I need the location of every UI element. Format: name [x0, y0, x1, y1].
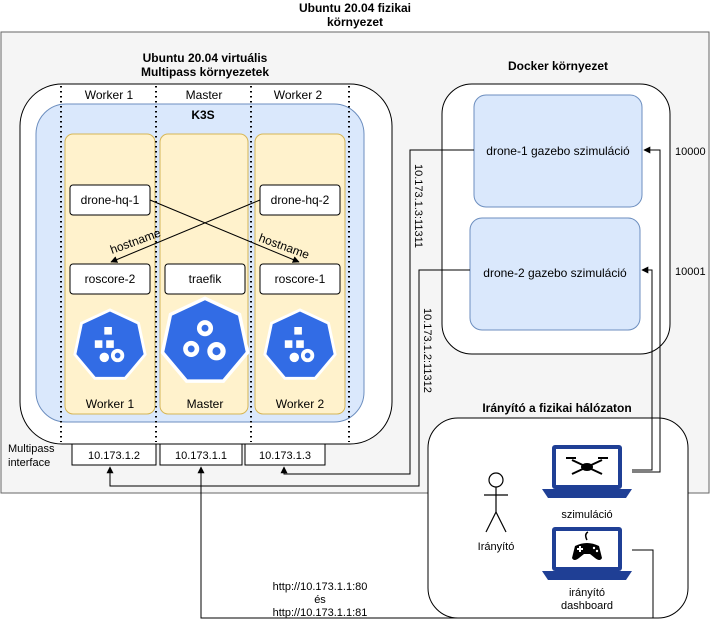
link-sim2-label: 10.173.1.2:11312	[421, 308, 433, 393]
node-traefik-label: traefik	[189, 272, 223, 286]
k8s-worker1-label: Worker 1	[86, 397, 135, 411]
docker-title: Docker környezet	[508, 59, 608, 73]
sim-drone-2	[469, 217, 641, 331]
link-sim1-to-worker2	[280, 149, 474, 475]
k8s-worker2-icon	[263, 308, 337, 380]
link-laptop-to-sim2	[632, 266, 653, 471]
sim-drone-1-label: drone-1 gazebo szimuláció	[486, 144, 630, 158]
multipass-title: Ubuntu 20.04 virtuális	[143, 51, 268, 65]
k8s-master-label: Master	[187, 397, 224, 411]
port-10000: 10000	[675, 146, 706, 158]
interface-ip-worker1	[71, 443, 157, 466]
column-header-master: Master	[186, 88, 223, 102]
node-roscore-1	[259, 263, 341, 295]
interface-ip-worker1-label: 10.173.1.2	[88, 450, 140, 462]
interface-ip-worker2-label: 10.173.1.3	[259, 450, 311, 462]
k8s-worker2-label: Worker 2	[276, 397, 325, 411]
http-and: és	[314, 594, 326, 606]
laptop-dashboard-label: irányító	[569, 587, 605, 599]
link-sim1-label: 10.173.1.3:11311	[412, 164, 424, 248]
k8s-worker1-icon	[73, 308, 147, 380]
http-url-1: http://10.173.1.1:80	[273, 581, 368, 593]
node-roscore-2-label: roscore-2	[85, 272, 136, 286]
node-roscore-2	[69, 263, 151, 295]
link-laptop-to-sim1	[632, 146, 661, 473]
http-url-2: http://10.173.1.1:81	[273, 607, 368, 619]
physical-environment-title: Ubuntu 20.04 fizikai	[299, 1, 411, 15]
node-drone-hq-2-label: drone-hq-2	[271, 193, 330, 207]
control-title: Irányító a fizikai hálózaton	[482, 401, 631, 415]
column-header-worker1: Worker 1	[85, 88, 134, 102]
sim-drone-1	[473, 94, 643, 208]
laptop-dashboard-label-line2: dashboard	[561, 600, 613, 612]
k3s-label: K3S	[191, 108, 214, 122]
port-10001: 10001	[675, 266, 706, 278]
hostname-arrow-hq1-to-roscore1	[149, 199, 300, 263]
multipass-title-line2: Multipass környezetek	[141, 65, 269, 79]
node-drone-hq-1-label: drone-hq-1	[81, 193, 140, 207]
node-roscore-1-label: roscore-1	[275, 272, 326, 286]
column-header-worker2: Worker 2	[274, 88, 323, 102]
interface-ip-master	[159, 443, 243, 466]
multipass-interface-label-line2: interface	[8, 457, 50, 469]
link-sim2-to-worker1	[106, 269, 470, 487]
hostname-arrow-hq2-to-roscore2	[110, 199, 261, 263]
person-label: Irányító	[478, 541, 515, 553]
physical-environment-title-line2: környezet	[327, 15, 383, 29]
person-icon	[484, 472, 508, 533]
interface-ip-master-label: 10.173.1.1	[175, 450, 227, 462]
multipass-interface-label: Multipass	[8, 443, 55, 455]
sim-drone-2-label: drone-2 gazebo szimuláció	[483, 266, 627, 280]
node-traefik	[164, 263, 246, 295]
k8s-master-icon	[160, 296, 250, 383]
laptop-simulation-label: szimuláció	[561, 509, 612, 521]
laptop-simulation-icon	[542, 445, 632, 498]
laptop-dashboard-icon	[542, 527, 632, 580]
interface-ip-worker2	[244, 443, 326, 466]
link-dashboard-to-master	[197, 466, 654, 619]
